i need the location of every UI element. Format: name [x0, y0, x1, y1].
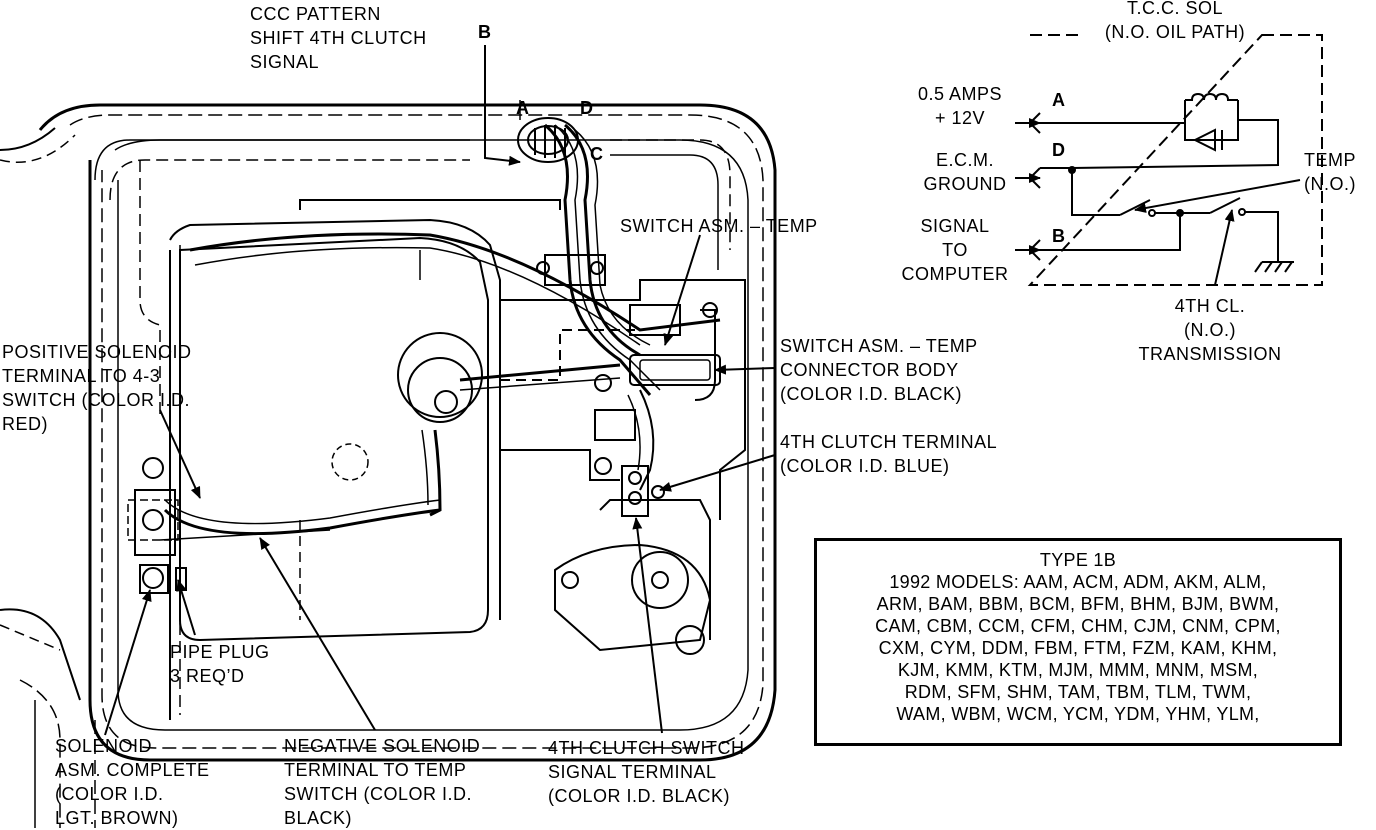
- pin-d-letter: D: [580, 98, 593, 118]
- leader-lines: [104, 45, 776, 736]
- type-title: TYPE 1B: [1039, 550, 1117, 570]
- pipe-plug-label: PIPE PLUG 3 REQ’D: [170, 642, 270, 686]
- temp-no-label: TEMP (N.O.): [1303, 150, 1356, 194]
- switch-temp-label: SWITCH ASM. – TEMP: [620, 216, 818, 236]
- amps-label: 0.5 AMPS + 12V: [917, 84, 1003, 128]
- switch-temp-connector-label: SWITCH ASM. – TEMP CONNECTOR BODY (COLOR…: [780, 336, 978, 404]
- pin-a-letter: A: [516, 98, 529, 118]
- model-line: CAM, CBM, CCM, CFM, CHM, CJM, CNM, CPM,: [875, 616, 1281, 636]
- positive-solenoid-label: POSITIVE SOLENOID TERMINAL TO 4-3 SWITCH…: [2, 342, 192, 434]
- fourth-clutch-switch: [554, 465, 712, 655]
- fourth-cl-label: 4TH CL. (N.O.) TRANSMISSION: [1138, 296, 1282, 364]
- signal-to-computer-label: SIGNAL TO COMPUTER: [901, 216, 1009, 284]
- model-line: 1992 MODELS: AAM, ACM, ADM, AKM, ALM,: [889, 572, 1267, 592]
- model-line: KJM, KMM, KTM, MJM, MMM, MNM, MSM,: [897, 660, 1259, 680]
- negative-solenoid-label: NEGATIVE SOLENOID TERMINAL TO TEMP SWITC…: [284, 736, 481, 828]
- solenoid-assembly: [127, 457, 187, 594]
- fourth-clutch-terminal-label: 4TH CLUTCH TERMINAL (COLOR I.D. BLUE): [780, 432, 998, 476]
- servo-assembly: [397, 332, 621, 517]
- wiring-harness: [159, 123, 721, 541]
- solenoid-asm-label: SOLENOID ASM. COMPLETE (COLOR I.D. LGT. …: [55, 736, 210, 828]
- fourth-clutch-switch-label: 4TH CLUTCH SWITCH SIGNAL TERMINAL (COLOR…: [548, 738, 745, 806]
- ecm-ground-label: E.C.M. GROUND: [923, 150, 1007, 194]
- ccc-pattern-label: CCC PATTERN SHIFT 4TH CLUTCH SIGNAL: [250, 4, 427, 72]
- schematic-pin-a: A: [1052, 90, 1065, 110]
- valve-body: [169, 199, 746, 642]
- tcc-schematic: [1015, 34, 1323, 286]
- top-connector: [517, 100, 579, 163]
- tcc-sol-label: T.C.C. SOL (N.O. OIL PATH): [1104, 0, 1246, 42]
- pin-b-top-letter: B: [478, 22, 491, 42]
- temp-switch-assembly: [544, 254, 721, 441]
- bolts: [536, 261, 665, 499]
- schematic-pin-d: D: [1052, 140, 1065, 160]
- schematic-pin-b: B: [1052, 226, 1065, 246]
- model-line: ARM, BAM, BBM, BCM, BFM, BHM, BJM, BWM,: [876, 594, 1280, 614]
- pin-c-letter: C: [590, 144, 603, 164]
- type-1b-model-list: TYPE 1B 1992 MODELS: AAM, ACM, ADM, AKM,…: [814, 538, 1342, 746]
- model-line: RDM, SFM, SHM, TAM, TBM, TLM, TWM,: [904, 682, 1252, 702]
- model-line: CXM, CYM, DDM, FBM, FTM, FZM, KAM, KHM,: [878, 638, 1278, 658]
- model-line: WAM, WBM, WCM, YCM, YDM, YHM, YLM,: [896, 704, 1260, 724]
